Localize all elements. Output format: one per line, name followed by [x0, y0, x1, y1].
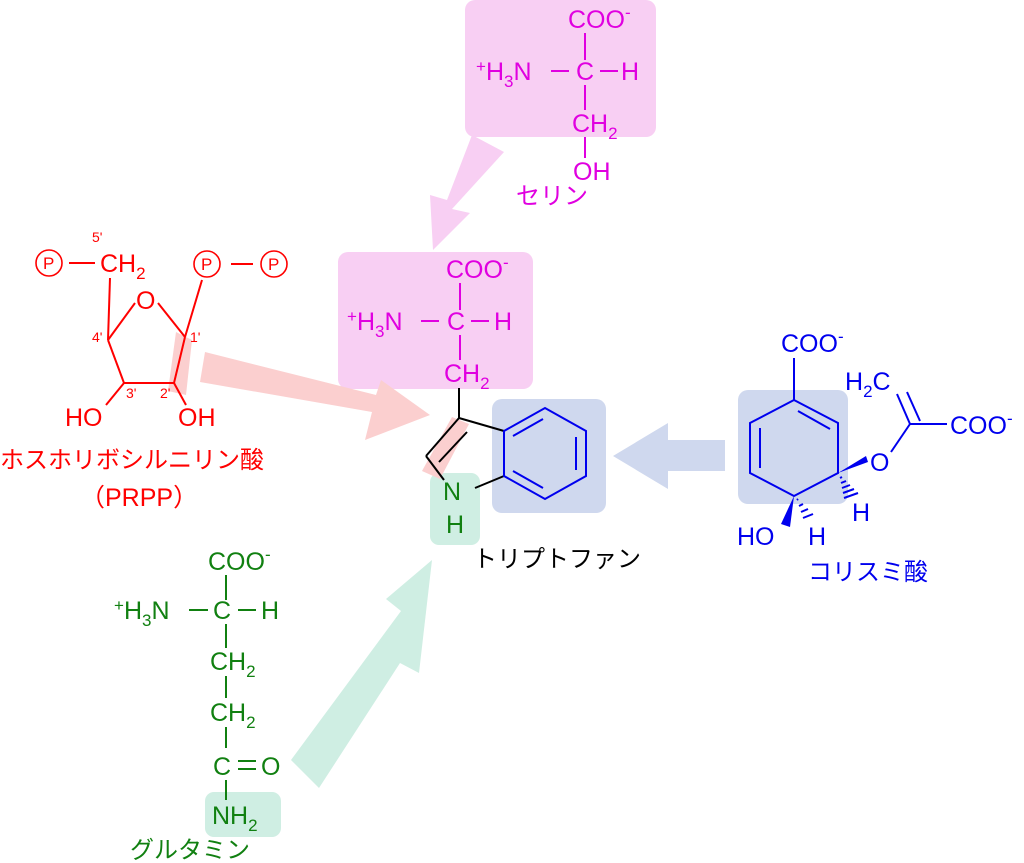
prpp-pos-1: 1' — [190, 329, 200, 345]
prpp-abbr: （PRPP） — [80, 484, 198, 512]
serine-ch2: CH2 — [572, 110, 618, 143]
chorismate-hydroxyl: HO — [737, 523, 775, 551]
phosphate-1-label: P — [43, 254, 54, 273]
chorismate-carboxyl-top: COO- — [781, 327, 844, 358]
chorismate-hash-h2 — [796, 498, 814, 519]
glutamine-alpha-c: C — [213, 597, 231, 625]
phosphate-3-circle — [260, 250, 288, 278]
phosphate-1-circle — [35, 249, 63, 277]
glutamine-carbonyl-c: C — [213, 753, 231, 781]
tryptophan-carboxyl: COO- — [446, 253, 509, 284]
prpp-pos-3: 3' — [126, 385, 136, 401]
glutamine-amide: NH2 — [212, 802, 258, 835]
prpp-name: ホスホリボシルニリン酸 — [0, 446, 264, 474]
serine-molecule: COO- +H3N C H CH2 OH セリン — [476, 3, 639, 210]
serine-alpha-c: C — [576, 58, 594, 86]
chorismate-ether-o: O — [870, 449, 889, 477]
prpp-pos-4: 4' — [92, 329, 102, 345]
tryptophan-alpha-c: C — [447, 308, 465, 336]
serine-carboxyl: COO- — [568, 3, 631, 34]
prpp-c5-ch2: CH2 — [100, 250, 146, 283]
phosphate-2-label: P — [201, 255, 212, 274]
prpp-pos-2: 2' — [160, 385, 170, 401]
prpp-molecule: P CH2 5' O 4' 3' 2' 1' P P HO OH ホスホリボシル… — [0, 229, 288, 512]
prpp-hydroxyl-left: HO — [65, 404, 103, 432]
tryptophan-amine: +H3N — [347, 307, 403, 341]
glutamine-name: グルタミン — [130, 836, 250, 863]
chorismate-hash-h — [839, 476, 859, 499]
serine-hydroxyl: OH — [573, 158, 611, 186]
glutamine-nh2-highlight — [205, 792, 281, 837]
glutamine-ch2-2: CH2 — [210, 699, 256, 732]
serine-highlight — [465, 0, 656, 137]
indole-ring: N H — [425, 406, 587, 539]
chorismate-wedge-oh — [781, 496, 794, 527]
tryptophan-alpha-h: H — [494, 308, 512, 336]
chorismate-to-tryptophan-arrow — [613, 423, 725, 489]
serine-name: セリン — [516, 182, 588, 210]
phosphate-3-label: P — [268, 255, 279, 274]
indole-n: N — [443, 478, 461, 506]
glutamine-to-tryptophan-arrow — [291, 560, 432, 788]
indole-h: H — [446, 511, 464, 539]
chorismate-ring-highlight — [738, 390, 848, 504]
glutamine-alpha-h: H — [261, 597, 279, 625]
tryptophan-name: トリプトファン — [473, 545, 641, 573]
serine-to-tryptophan-arrow — [430, 135, 504, 250]
chorismate-carboxyl-right: COO- — [950, 409, 1013, 440]
chorismate-wedge-o — [838, 456, 868, 473]
chorismate-molecule: COO- O H2C COO- H HO H コリスミ酸 — [737, 327, 1013, 586]
serine-alpha-h: H — [621, 58, 639, 86]
tryptophan-ch2: CH2 — [444, 360, 490, 393]
chorismate-vinyl: H2C — [845, 368, 891, 401]
glutamine-ch2-1: CH2 — [210, 648, 256, 681]
prpp-hydroxyl-right: OH — [178, 404, 216, 432]
indole-c2c3-highlight — [422, 417, 469, 479]
chorismate-h-right: H — [852, 499, 870, 527]
serine-amine: +H3N — [476, 57, 532, 91]
prpp-c1c2-highlight — [168, 332, 192, 395]
indole-nh-highlight — [430, 473, 480, 545]
chorismate-name: コリスミ酸 — [808, 558, 928, 586]
chorismate-h-bottom: H — [808, 523, 826, 551]
glutamine-carbonyl-o: O — [261, 753, 280, 781]
prpp-pos-5: 5' — [92, 229, 102, 245]
glutamine-carboxyl: COO- — [208, 545, 271, 576]
prpp-to-tryptophan-arrow — [200, 352, 430, 440]
prpp-ring-o: O — [136, 287, 155, 315]
phosphate-2-circle — [193, 250, 221, 278]
glutamine-molecule: COO- +H3N C H CH2 CH2 C O NH2 グルタミン — [114, 545, 280, 863]
tryptophan-amino-group: COO- +H3N C H CH2 — [347, 253, 512, 418]
glutamine-amine: +H3N — [114, 596, 170, 630]
